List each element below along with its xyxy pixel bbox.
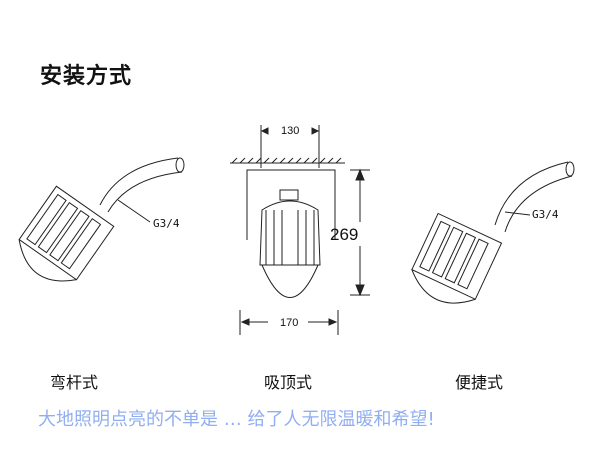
portable-mount-lamp: [411, 161, 575, 304]
ceiling-mount-lamp: [230, 125, 370, 335]
thread-label-left: G3/4: [153, 217, 180, 230]
top-width-dimension: 130: [281, 125, 300, 137]
caption-pole-mount: 弯杆式: [50, 373, 99, 392]
page-title: 安装方式: [40, 64, 133, 89]
caption-ceiling-mount: 吸顶式: [264, 373, 313, 392]
pole-mount-lamp: [18, 157, 185, 282]
bottom-width-dimension: 170: [280, 317, 299, 329]
caption-portable-mount: 便捷式: [455, 373, 504, 392]
height-dimension: 269: [330, 225, 359, 244]
watermark: 大地照明点亮的不单是 … 给了人无限温暖和希望!: [38, 409, 435, 430]
thread-label-right: G3/4: [532, 208, 559, 221]
